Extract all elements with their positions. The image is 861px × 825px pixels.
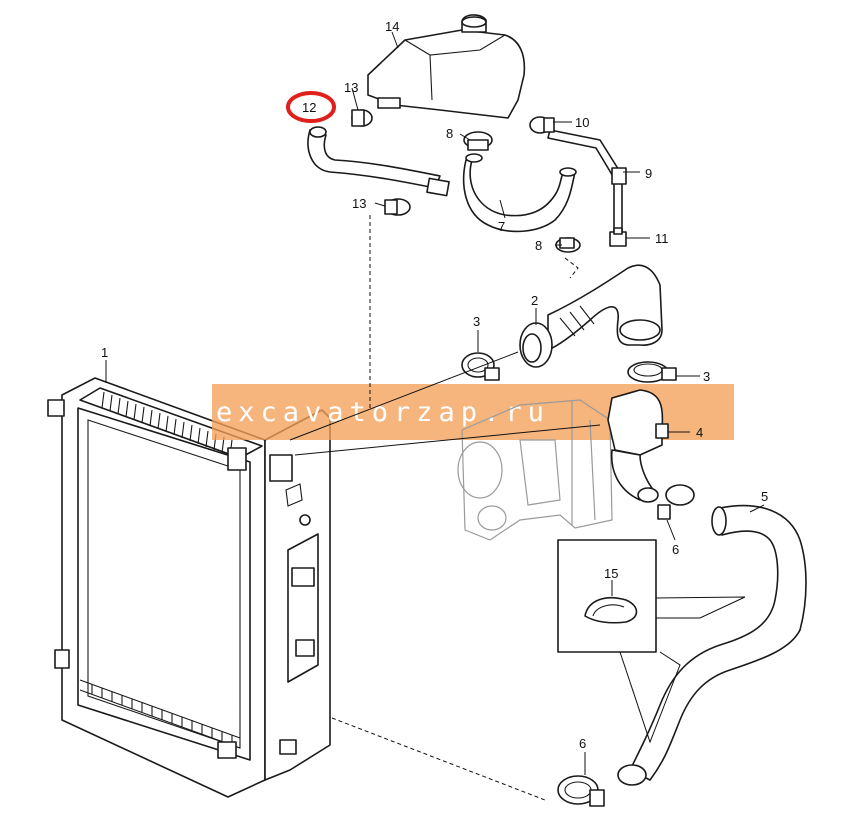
callout-13-upper: 13 bbox=[344, 80, 358, 95]
callout-9: 9 bbox=[645, 166, 652, 181]
radiator-side-tank bbox=[217, 409, 331, 781]
assembly-connectors bbox=[289, 215, 601, 801]
callout-10: 10 bbox=[575, 115, 589, 130]
expansion-tank bbox=[367, 14, 526, 119]
callout-5: 5 bbox=[761, 489, 768, 504]
callout-7: 7 bbox=[498, 219, 505, 234]
callout-6-lower: 6 bbox=[579, 736, 586, 751]
coolant-outlet-housing bbox=[607, 389, 669, 503]
radiator bbox=[47, 377, 331, 798]
radiator-top-fins bbox=[79, 387, 263, 459]
bleed-pipe bbox=[547, 129, 627, 233]
callout-6-upper: 6 bbox=[672, 542, 679, 557]
callout-leaders bbox=[105, 31, 765, 775]
hose-clamp-3-right bbox=[627, 361, 677, 383]
callout-12: 12 bbox=[302, 100, 316, 115]
hose-clamp-6-upper bbox=[657, 484, 695, 520]
hose-clamp-8-upper bbox=[463, 131, 493, 151]
callout-13-lower: 13 bbox=[352, 196, 366, 211]
callout-3-left: 3 bbox=[473, 314, 480, 329]
tank-to-pump-hose bbox=[462, 153, 577, 233]
cable-tie-detail-box bbox=[557, 539, 746, 744]
hose-clamp-13-upper bbox=[351, 109, 373, 127]
hose-clamp-10 bbox=[529, 116, 555, 134]
upper-radiator-hose bbox=[519, 264, 663, 368]
highlight-ring bbox=[286, 91, 336, 123]
callout-8-lower: 8 bbox=[535, 238, 542, 253]
callout-2: 2 bbox=[531, 293, 538, 308]
watermark-text: excavatorzap.ru bbox=[216, 397, 550, 428]
callout-14: 14 bbox=[385, 19, 399, 34]
radiator-bottom-fins bbox=[79, 679, 241, 749]
callout-labels: 1 2 3 3 4 5 6 6 7 8 8 9 10 11 12 13 13 1… bbox=[101, 19, 768, 751]
radiator-left-bracket-bottom bbox=[54, 649, 70, 669]
callout-11: 11 bbox=[655, 231, 669, 246]
thermostat-housing-ghost bbox=[457, 399, 613, 541]
callout-15: 15 bbox=[604, 566, 618, 581]
lower-radiator-hose bbox=[617, 504, 807, 786]
callout-3-right: 3 bbox=[703, 369, 710, 384]
hose-clamp-11 bbox=[609, 227, 627, 247]
hose-clamp-6-lower bbox=[557, 775, 605, 807]
hose-clamp-13-lower bbox=[384, 198, 411, 216]
callout-1: 1 bbox=[101, 345, 108, 360]
tank-vent-hose bbox=[307, 126, 450, 197]
radiator-left-bracket-top bbox=[47, 399, 65, 417]
callout-4: 4 bbox=[696, 425, 703, 440]
callout-8-upper: 8 bbox=[446, 126, 453, 141]
